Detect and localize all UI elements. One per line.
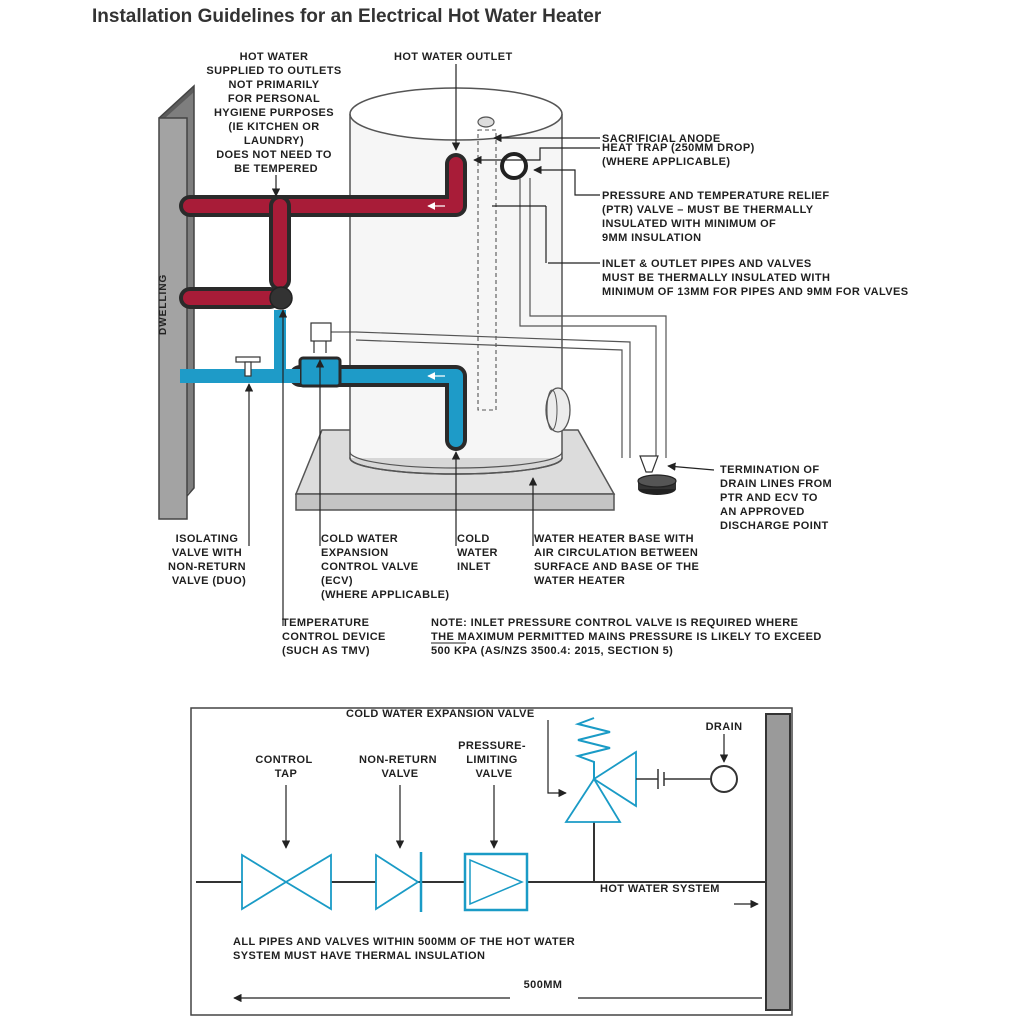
hot-water-supplied-label: HOT WATER SUPPLIED TO OUTLETS NOT PRIMAR… bbox=[206, 47, 345, 175]
page-title: Installation Guidelines for an Electrica… bbox=[92, 6, 602, 27]
drain-lines bbox=[355, 178, 667, 473]
control-tap-label: CONTROL TAP bbox=[255, 750, 316, 780]
pressure-limiting-valve-icon bbox=[463, 852, 529, 912]
insulation-note-label: ALL PIPES AND VALVES WITHIN 500MM OF THE… bbox=[233, 932, 579, 962]
cold-pipes bbox=[180, 310, 467, 451]
non-return-valve-label: NON-RETURN VALVE bbox=[359, 750, 441, 780]
ptr-valve-icon bbox=[500, 152, 528, 180]
note-label: NOTE: INLET PRESSURE CONTROL VALVE IS RE… bbox=[431, 613, 826, 657]
ecv-label: COLD WATER EXPANSION CONTROL VALVE (ECV)… bbox=[321, 529, 449, 601]
dwelling-label: DWELLING bbox=[158, 274, 169, 335]
sacrificial-anode-label: SACRIFICIAL ANODE bbox=[602, 133, 721, 145]
distance-label: 500MM bbox=[524, 979, 563, 991]
tmv-valve-icon bbox=[269, 286, 293, 310]
hot-water-outlet-label: HOT WATER OUTLET bbox=[394, 51, 513, 63]
termination-label: TERMINATION OF DRAIN LINES FROM PTR AND … bbox=[720, 460, 836, 532]
drain-icon bbox=[710, 765, 738, 793]
isolating-valve-label: ISOLATING VALVE WITH NON-RETURN VALVE (D… bbox=[168, 529, 250, 587]
control-tap-icon bbox=[241, 853, 332, 911]
drain-label: DRAIN bbox=[706, 721, 743, 733]
ptr-valve-label: PRESSURE AND TEMPERATURE RELIEF (PTR) VA… bbox=[602, 186, 834, 244]
isolating-valve-icon bbox=[235, 356, 261, 377]
inlet-outlet-insulation-label: INLET & OUTLET PIPES AND VALVES MUST BE … bbox=[602, 254, 908, 298]
non-return-valve-icon bbox=[375, 852, 423, 912]
base-label: WATER HEATER BASE WITH AIR CIRCULATION B… bbox=[534, 529, 703, 587]
temperature-control-label: TEMPERATURE CONTROL DEVICE (SUCH AS TMV) bbox=[282, 613, 390, 657]
hot-water-system-label: HOT WATER SYSTEM bbox=[600, 883, 720, 895]
ecv-valve-icon bbox=[310, 322, 356, 353]
leader-lines bbox=[244, 64, 715, 626]
cold-water-inlet-label: COLD WATER INLET bbox=[457, 529, 502, 573]
pressure-limiting-valve-label: PRESSURE- LIMITING VALVE bbox=[458, 736, 530, 780]
dwelling-wall: DWELLING bbox=[158, 84, 195, 520]
cold-water-expansion-valve-label: COLD WATER EXPANSION VALVE bbox=[346, 708, 535, 720]
drain-line bbox=[636, 769, 710, 789]
hot-pipes bbox=[179, 153, 467, 309]
discharge-point-icon bbox=[637, 474, 677, 495]
schematic-leaders bbox=[233, 720, 762, 1003]
heat-trap-label: HEAT TRAP (250MM DROP) (WHERE APPLICABLE… bbox=[602, 138, 759, 168]
